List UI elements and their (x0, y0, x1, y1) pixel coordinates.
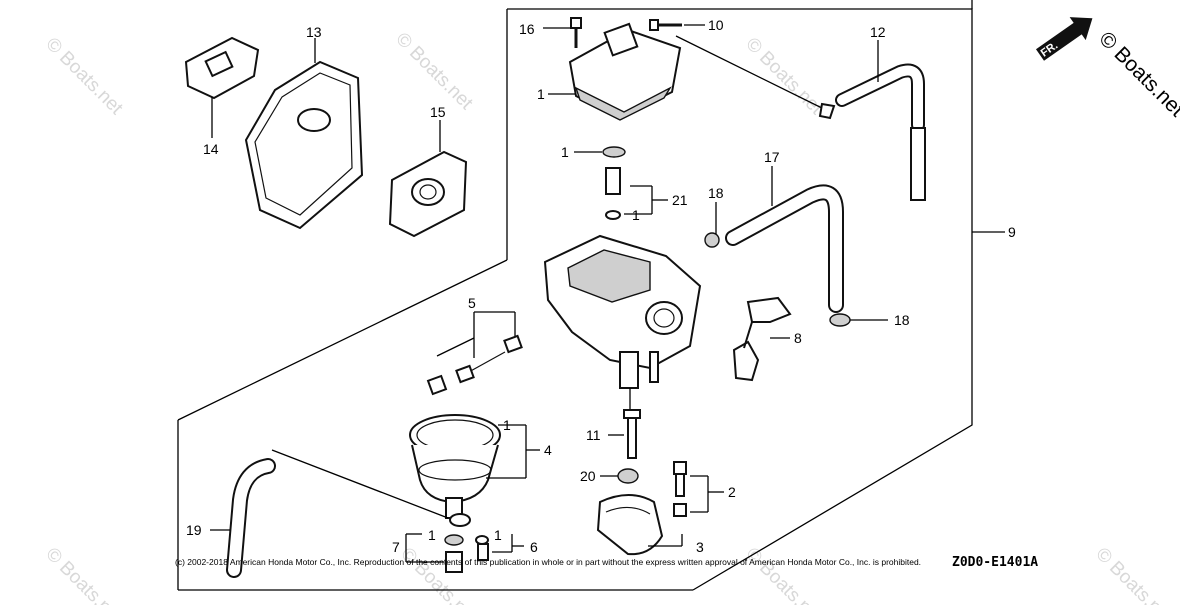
part-4-float-bowl (409, 414, 540, 527)
watermark: © Boats.net (391, 29, 477, 115)
callout-19: 19 (186, 522, 202, 538)
part-18-clamp-b (829, 313, 888, 327)
part-6-pilot-jet (475, 534, 524, 561)
callout-1-cover-gasket: 1 (537, 86, 545, 102)
part-16-screw (543, 17, 582, 48)
part-21-needle-set (574, 146, 668, 220)
callout-9: 9 (1008, 224, 1016, 240)
part-10-screw (649, 19, 705, 31)
part-3-float (596, 494, 683, 556)
corner-copyright: © Boats.net (1094, 27, 1180, 121)
callout-8: 8 (794, 330, 802, 346)
callout-16: 16 (519, 21, 535, 37)
callout-1-jet-washer: 1 (494, 527, 502, 543)
part-18-clamp-a (704, 202, 720, 248)
watermark: © Boats.net (41, 544, 127, 605)
callout-5: 5 (468, 295, 476, 311)
callout-1-top-washer: 1 (561, 144, 569, 160)
part-7-drain-bolt (405, 533, 464, 573)
callout-20: 20 (580, 468, 596, 484)
callout-4: 4 (544, 442, 552, 458)
callout-18-upper: 18 (708, 185, 724, 201)
diagram-code: Z0D0-E1401A (952, 555, 1038, 570)
callout-15: 15 (430, 104, 446, 120)
callout-1-needle-clip: 1 (632, 207, 640, 223)
callout-2: 2 (728, 484, 736, 500)
watermark: © Boats.net (741, 34, 827, 120)
callout-14: 14 (203, 141, 219, 157)
part-top-cover (548, 22, 836, 121)
front-direction-arrow: FR. (1035, 17, 1093, 61)
part-19-drain-tube (210, 449, 449, 578)
callout-10: 10 (708, 17, 724, 33)
callout-6: 6 (530, 539, 538, 555)
carburetor-body (543, 234, 702, 410)
callout-13: 13 (306, 24, 322, 40)
callout-21: 21 (672, 192, 688, 208)
part-15-insulator (388, 120, 468, 238)
part-13-air-cleaner-plate (244, 38, 364, 230)
part-14-gasket (184, 36, 260, 138)
footer-copyright-note: (c) 2002-2018 American Honda Motor Co., … (175, 557, 921, 567)
arrow-icon (1035, 17, 1093, 61)
callout-12: 12 (870, 24, 886, 40)
part-8-lever (732, 296, 792, 382)
assembly-outline (177, 0, 1005, 591)
watermark: © Boats.net (741, 544, 827, 605)
part-5-pilot-screw (426, 311, 523, 396)
callout-1-drain-washer: 1 (428, 527, 436, 543)
part-20-washer (600, 468, 639, 484)
part-2-drain-screw (673, 461, 724, 517)
callout-18-lower: 18 (894, 312, 910, 328)
watermark: © Boats.net (396, 544, 482, 605)
callout-3: 3 (696, 539, 704, 555)
callout-7: 7 (392, 539, 400, 555)
part-11-float-pin (608, 409, 641, 459)
watermark: © Boats.net (41, 34, 127, 120)
watermark: © Boats.net (1091, 544, 1177, 605)
callouts: 13 14 15 16 10 1 12 1 1 21 17 18 9 18 8 … (186, 17, 1016, 555)
part-12-tube (835, 40, 926, 201)
callout-11: 11 (586, 427, 601, 443)
callout-17: 17 (764, 149, 780, 165)
callout-1-bowl-gasket: 1 (503, 417, 511, 433)
part-17-tube (725, 166, 844, 313)
